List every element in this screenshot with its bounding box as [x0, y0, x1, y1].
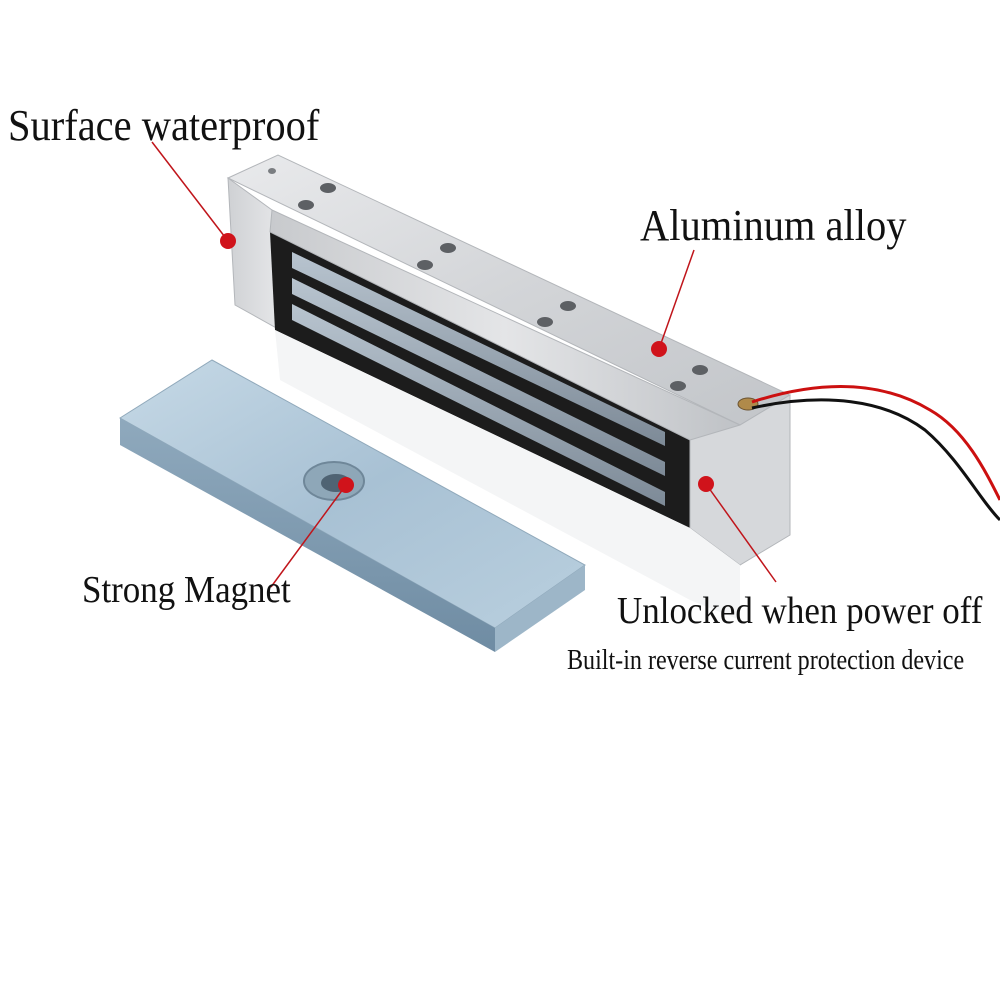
mounting-hole — [268, 168, 276, 174]
wire-red — [751, 384, 1000, 501]
callout-line-aluminum — [658, 249, 695, 350]
callout-aluminum-alloy: Aluminum alloy — [640, 201, 907, 250]
mounting-hole — [417, 260, 433, 270]
lock-reflection — [275, 330, 740, 620]
wire-black — [751, 398, 1000, 522]
callout-line-surface — [151, 141, 229, 242]
mounting-hole — [320, 183, 336, 193]
callout-unlocked-power-off: Unlocked when power off — [617, 590, 983, 632]
callout-reverse-current-protection: Built-in reverse current protection devi… — [567, 645, 965, 676]
electromagnetic-lock-icon — [226, 154, 792, 566]
callout-dot-magnet — [338, 477, 354, 493]
mounting-hole — [537, 317, 553, 327]
callout-dot-unlocked — [698, 476, 714, 492]
callout-markers — [151, 141, 777, 588]
mounting-hole — [560, 301, 576, 311]
magnet-strip — [292, 278, 665, 476]
plate-end-face — [495, 565, 585, 652]
callout-dot-aluminum — [651, 341, 667, 357]
wire-icon — [751, 384, 1000, 522]
armature-plate-icon — [119, 359, 586, 652]
magnet-strip — [292, 252, 665, 446]
callout-line-magnet — [270, 484, 347, 588]
mounting-hole — [440, 243, 456, 253]
magnet-strip — [292, 304, 665, 506]
mounting-hole — [670, 381, 686, 391]
callout-surface-waterproof: Surface waterproof — [8, 101, 320, 150]
callout-strong-magnet: Strong Magnet — [82, 569, 291, 611]
callout-dot-surface — [220, 233, 236, 249]
mounting-hole — [692, 365, 708, 375]
callout-line-unlocked — [705, 483, 777, 583]
plate-front-face — [120, 418, 495, 652]
mounting-hole — [298, 200, 314, 210]
